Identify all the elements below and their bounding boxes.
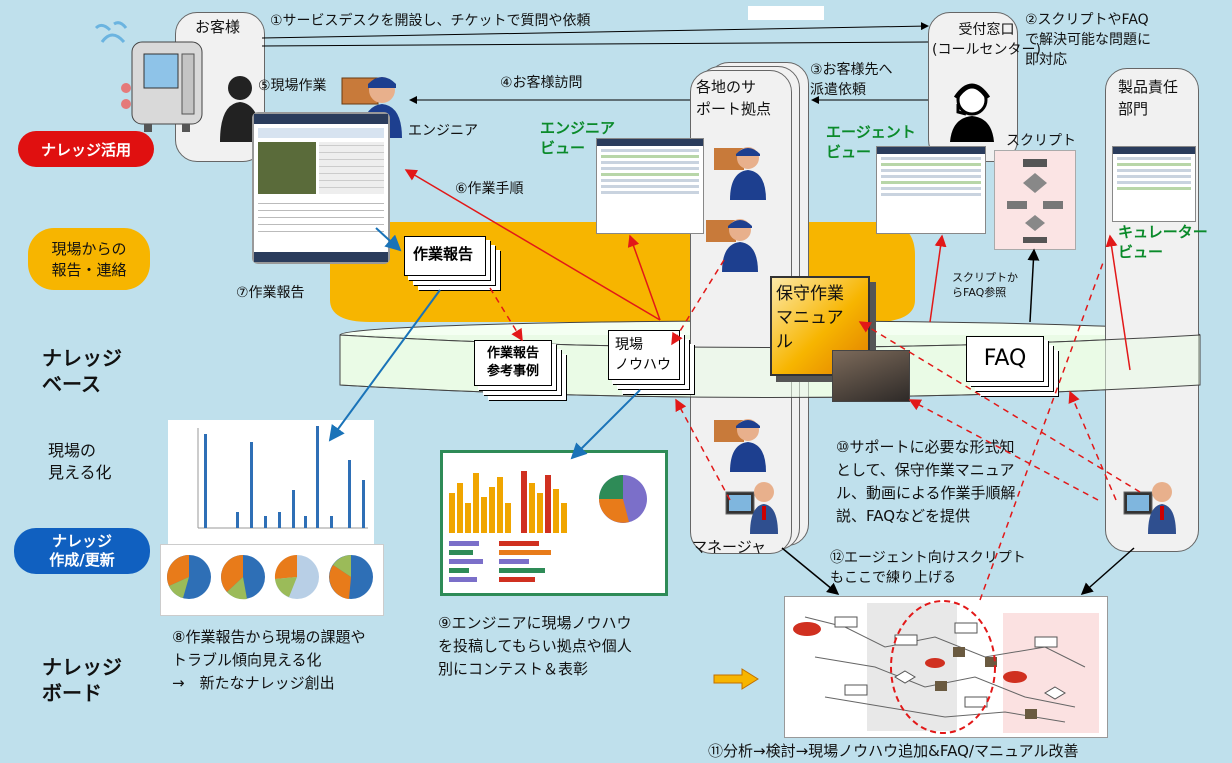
step-9-text: ⑨エンジニアに現場ノウハウ を投稿してもらい拠点や個人 別にコンテスト＆表彰 xyxy=(438,614,632,678)
product-owner-label: 製品責任 部門 xyxy=(1118,78,1179,118)
knowledge-base-label: ナレッジ ベース xyxy=(42,346,122,396)
faq-doc: FAQ xyxy=(966,336,1044,382)
visualization-label: 現場の 見える化 xyxy=(48,441,112,482)
support-engineer-icon-2 xyxy=(706,219,758,272)
customer-silhouette-icon xyxy=(220,76,262,142)
knowledge-board-flowchart xyxy=(784,596,1108,738)
curator-person-icon xyxy=(1123,482,1176,534)
machine-icon xyxy=(94,21,203,132)
step-7-text: ⑦作業報告 xyxy=(236,285,305,301)
report-examples-doc: 作業報告 参考事例 xyxy=(474,340,552,386)
support-engineer-icon xyxy=(714,147,766,200)
manager-icon xyxy=(725,482,778,534)
script-flowchart xyxy=(994,150,1076,250)
support-engineer-icon-3 xyxy=(714,419,766,472)
agent-view-screenshot xyxy=(876,146,986,234)
step-4-text: ④お客様訪問 xyxy=(500,75,583,91)
front-desk-label: 受付窓口 (コールセンター) xyxy=(932,22,1041,58)
curator-view-label: キュレーター ビュー xyxy=(1118,223,1208,261)
script-faq-ref-label: スクリプトか らFAQ参照 xyxy=(952,271,1018,299)
step-10-text: ⑩サポートに必要な形式知 として、保守作業マニュア ル、動画による作業手順解 説… xyxy=(836,438,1016,525)
step-8-text: ⑧作業報告から現場の課題や トラブル傾向見える化 → 新たなナレッジ創出 xyxy=(172,628,366,692)
field-report-pill: 現場からの 報告・連絡 xyxy=(28,228,150,290)
knowledge-board-label: ナレッジ ボード xyxy=(42,655,122,705)
script-label: スクリプト xyxy=(1006,133,1076,149)
work-report-doc: 作業報告 xyxy=(404,236,486,276)
step-12-text: ⑫エージェント向けスクリプト もここで練り上げる xyxy=(830,550,1026,586)
pie-charts-panel xyxy=(160,544,384,616)
top-marker xyxy=(748,6,824,20)
maintenance-manual-label: 保守作業 マニュア ル xyxy=(776,284,844,352)
field-knowhow-doc: 現場 ノウハウ xyxy=(608,330,680,380)
step-11-text: ⑪分析→検討→現場ノウハウ追加&FAQ/マニュアル改善 xyxy=(708,742,1079,760)
operator-icon xyxy=(950,83,994,142)
customer-label: お客様 xyxy=(195,18,241,36)
video-thumbnail xyxy=(832,350,910,402)
knowledge-use-pill: ナレッジ活用 xyxy=(18,131,154,167)
contest-chart-panel xyxy=(440,450,668,596)
engineer-view-label: エンジニア ビュー xyxy=(540,119,616,157)
step-6-text: ⑥作業手順 xyxy=(455,181,524,197)
tablet-report xyxy=(252,112,390,264)
agent-view-label: エージェント ビュー xyxy=(826,123,916,161)
manager-label: マネージャ xyxy=(692,538,766,556)
engineer-view-screenshot xyxy=(596,138,704,234)
step-2-text: ②スクリプトやFAQ で解決可能な問題に 即対応 xyxy=(1025,12,1151,68)
arrow-right-icon xyxy=(713,668,759,690)
engineer-label: エンジニア xyxy=(408,123,478,139)
step-3-text: ③お客様先へ 派遣依頼 xyxy=(810,62,893,98)
support-base-label: 各地のサ ポート拠点 xyxy=(696,78,772,118)
curator-view-screenshot xyxy=(1112,146,1196,222)
step-1-text: ①サービスデスクを開設し、チケットで質問や依頼 xyxy=(270,13,591,29)
knowledge-create-pill: ナレッジ 作成/更新 xyxy=(14,528,150,574)
step-5-text: ⑤現場作業 xyxy=(258,78,327,94)
